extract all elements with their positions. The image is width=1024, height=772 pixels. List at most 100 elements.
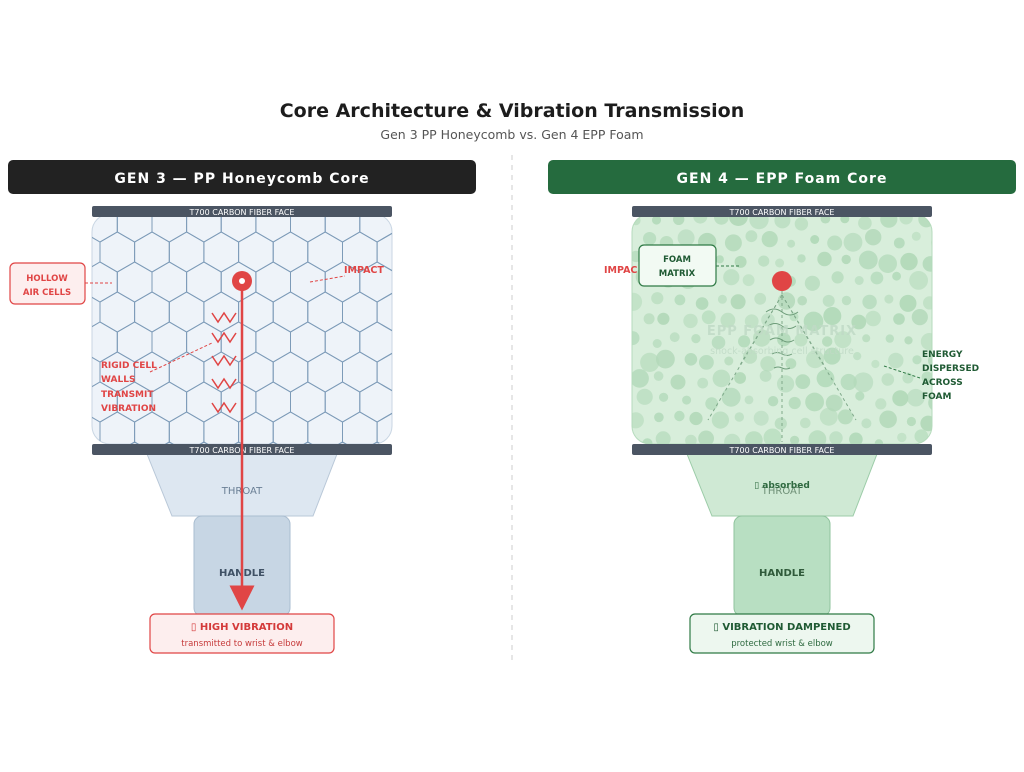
foam-bubble: [849, 432, 863, 444]
gen4-result-title: ▯ VIBRATION DAMPENED: [713, 622, 850, 633]
foam-bubble: [720, 312, 736, 328]
foam-bubble: [888, 352, 904, 369]
gen4-impact-point: [772, 271, 792, 291]
foam-bubble: [827, 235, 843, 251]
foam-bubble: [874, 439, 884, 444]
foam-bubble: [689, 411, 703, 426]
honeycomb-cell: [255, 441, 291, 444]
foam-bubble: [911, 231, 921, 241]
gen4-dispersion-lines: [707, 285, 857, 442]
foam-bubble: [777, 375, 795, 393]
foam-bubble: [674, 410, 685, 422]
foam-bubble: [911, 309, 928, 326]
honeycomb-cell: [412, 292, 447, 332]
foam-bubble: [865, 310, 881, 327]
gen3-banner-label: GEN 3 — PP Honeycomb Core: [114, 171, 369, 187]
foam-bubble: [699, 355, 714, 370]
gen4-result-sub: protected wrist & elbow: [731, 639, 833, 649]
foam-bubble: [632, 331, 640, 346]
foam-bubble: [878, 254, 897, 273]
page-subtitle: Gen 3 PP Honeycomb vs. Gen 4 EPP Foam: [380, 127, 643, 142]
gen4-foam-line1: FOAM: [663, 255, 691, 265]
foam-bubble: [931, 313, 932, 323]
foam-bubble: [825, 394, 843, 412]
honeycomb-cell: [394, 322, 429, 362]
foam-bubble: [677, 229, 695, 247]
gen3-result-box: [149, 613, 335, 654]
foam-bubble: [800, 417, 811, 429]
gen4-top-face-label: T700 CARBON FIBER FACE: [729, 208, 835, 217]
gen4-banner-label: GEN 4 — EPP Foam Core: [677, 171, 888, 187]
foam-bubble: [721, 387, 741, 407]
foam-bubble: [654, 412, 664, 423]
foam-bubble: [795, 374, 811, 389]
foam-bubble: [777, 292, 796, 310]
honeycomb-cell: [151, 441, 188, 444]
foam-bubble: [902, 372, 914, 384]
honeycomb-cell: [324, 441, 361, 444]
foam-bubble: [653, 371, 664, 381]
foam-bubble: [829, 431, 843, 444]
foam-bubble: [819, 407, 838, 426]
gen4-result-title-text: VIBRATION DAMPENED: [722, 622, 850, 633]
foam-bubble: [715, 255, 724, 264]
honeycomb-cell: [116, 441, 153, 444]
gen4-matrix-sub: shock-absorbing cell structure: [710, 346, 854, 357]
foam-bubble: [865, 229, 882, 246]
foam-bubble: [753, 410, 769, 426]
page-title: Core Architecture & Vibration Transmissi…: [280, 100, 745, 122]
gen4-absorbed-label: ▯ absorbed: [754, 481, 810, 491]
foam-bubble: [659, 392, 669, 402]
gen3-impact-leader: [309, 275, 346, 283]
foam-bubble: [881, 373, 895, 386]
foam-bubble: [698, 430, 714, 444]
foam-bubble: [642, 438, 653, 444]
foam-bubble: [854, 276, 864, 285]
foam-bubble: [920, 415, 932, 432]
foam-bubble: [794, 217, 809, 231]
foam-bubble: [745, 230, 758, 243]
gen3-top-face: [92, 206, 392, 217]
gen3-rigid-leader: [149, 342, 213, 373]
honeycomb-cell: [394, 262, 429, 302]
honeycomb-cell: [394, 382, 429, 422]
foam-bubble: [697, 377, 709, 389]
foam-bubble: [789, 312, 799, 322]
foam-bubble: [655, 431, 671, 444]
gen3-impact-point-center: [239, 278, 245, 284]
foam-bubble: [711, 411, 730, 429]
foam-bubble: [804, 275, 821, 291]
foam-bubble: [841, 295, 852, 306]
foam-bubble: [892, 271, 901, 281]
gen4-top-face: [632, 206, 932, 217]
foam-bubble: [685, 434, 697, 444]
foam-bubble: [760, 356, 776, 372]
honeycomb-cell: [394, 202, 429, 242]
foam-bubble: [652, 215, 661, 225]
gen4-bottom-face-label: T700 CARBON FIBER FACE: [729, 446, 835, 455]
gen4-result-box: [689, 613, 875, 654]
foam-bubble: [788, 396, 801, 410]
foam-bubble: [745, 431, 763, 444]
foam-bubble: [837, 409, 853, 425]
foam-bubble: [870, 271, 884, 285]
gen3-result-sub: transmitted to wrist & elbow: [181, 639, 303, 649]
foam-bubble: [806, 350, 825, 369]
foam-bubble: [858, 216, 872, 230]
foam-bubble: [803, 311, 824, 332]
foam-bubble: [893, 313, 905, 325]
foam-bubble: [682, 395, 692, 405]
honeycomb-cell: [412, 232, 447, 272]
foam-bubble: [742, 274, 755, 287]
gen3-hollow-line1: HOLLOW: [26, 274, 68, 284]
honeycomb-cell: [412, 412, 447, 452]
foam-bubble: [909, 271, 928, 290]
gen4-throat-label: THROAT: [761, 486, 803, 497]
foam-bubble: [636, 388, 653, 405]
foam-bubble: [742, 349, 758, 364]
foam-bubble: [695, 297, 709, 310]
gen3-impact-label: IMPACT: [344, 265, 384, 276]
foam-bubble: [921, 371, 932, 383]
foam-bubble: [816, 369, 835, 388]
